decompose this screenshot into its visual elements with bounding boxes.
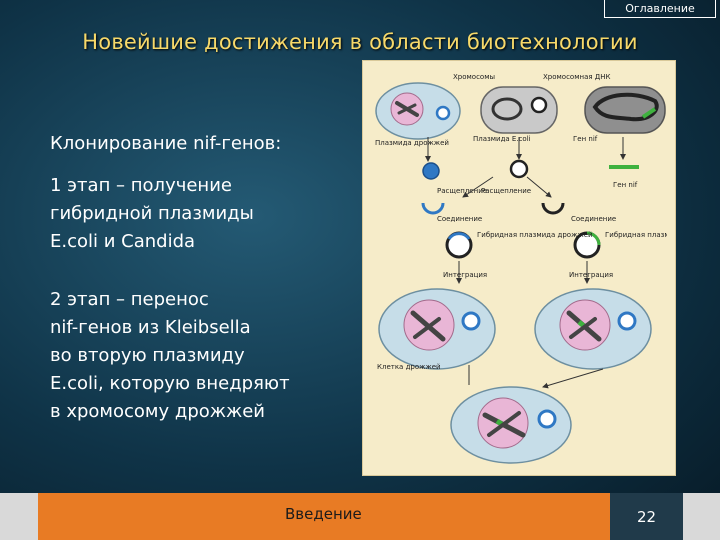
stage-1-line: E.coli и Candida bbox=[50, 231, 196, 252]
label-cleavage-2: Расщепление bbox=[481, 187, 531, 195]
cut-ecoli-plasmid bbox=[541, 202, 565, 215]
label-gene-nif-2: Ген nif bbox=[613, 181, 638, 189]
slide-title: Новейшие достижения в области биотехноло… bbox=[82, 30, 638, 54]
toc-button[interactable]: Оглавление bbox=[604, 0, 716, 18]
page-number: 22 bbox=[610, 493, 683, 540]
yeast-cell-top bbox=[375, 82, 461, 140]
yeast-cell-bottom bbox=[450, 386, 572, 464]
cut-yeast-plasmid bbox=[421, 202, 445, 215]
label-joining-2: Соединение bbox=[571, 215, 616, 223]
stage-2-text: 2 этап – перенос nif-генов из Kleibsella… bbox=[50, 286, 290, 426]
label-hybrid-yeast: Гибридная плазмида дрожжей bbox=[477, 231, 593, 239]
stage-2-line: 2 этап – перенос bbox=[50, 289, 209, 310]
cloning-heading: Клонирование nif-генов: bbox=[50, 133, 282, 154]
label-chromosomal-dna: Хромосомная ДНК bbox=[543, 73, 611, 81]
label-yeast-plasmid: Плазмида дрожжей bbox=[375, 139, 449, 147]
cloning-diagram-svg: Хромосомы Хромосомная ДНК Плазмида дрожж… bbox=[375, 73, 667, 464]
ecoli-cell-top bbox=[480, 86, 558, 134]
footer-right-block bbox=[683, 493, 720, 540]
stage-1-line: гибридной плазмиды bbox=[50, 203, 254, 224]
label-integration-2: Интеграция bbox=[569, 271, 613, 279]
kleibsella-cell-top bbox=[584, 86, 666, 134]
label-yeast-cell: Клетка дрожжей bbox=[377, 363, 441, 371]
stage-2-line: E.coli, которую внедряют bbox=[50, 373, 290, 394]
footer-bar bbox=[38, 493, 610, 540]
yeast-cell-middle-left bbox=[378, 288, 496, 370]
label-gene-nif-1: Ген nif bbox=[573, 135, 598, 143]
stage-2-line: nif-генов из Kleibsella bbox=[50, 317, 251, 338]
nav-introduction-link[interactable]: Введение bbox=[285, 505, 362, 523]
cloning-diagram: Хромосомы Хромосомная ДНК Плазмида дрожж… bbox=[362, 60, 676, 476]
footer-left-block bbox=[0, 493, 38, 540]
stage-1-line: 1 этап – получение bbox=[50, 175, 232, 196]
ecoli-plasmid-mark bbox=[509, 159, 529, 179]
label-hybrid-ecoli: Гибридная плазмида E.coli bbox=[605, 231, 667, 239]
stage-2-line: во вторую плазмиду bbox=[50, 345, 245, 366]
label-ecoli-plasmid: Плазмида E.coli bbox=[473, 135, 531, 143]
yeast-plasmid-mark bbox=[422, 162, 440, 180]
label-joining-1: Соединение bbox=[437, 215, 482, 223]
label-chromosomes: Хромосомы bbox=[453, 73, 495, 81]
stage-1-text: 1 этап – получение гибридной плазмиды E.… bbox=[50, 172, 254, 256]
label-integration-1: Интеграция bbox=[443, 271, 487, 279]
stage-2-line: в хромосому дрожжей bbox=[50, 401, 265, 422]
yeast-cell-middle-right bbox=[534, 288, 652, 370]
label-cleavage-1: Расщепление bbox=[437, 187, 487, 195]
